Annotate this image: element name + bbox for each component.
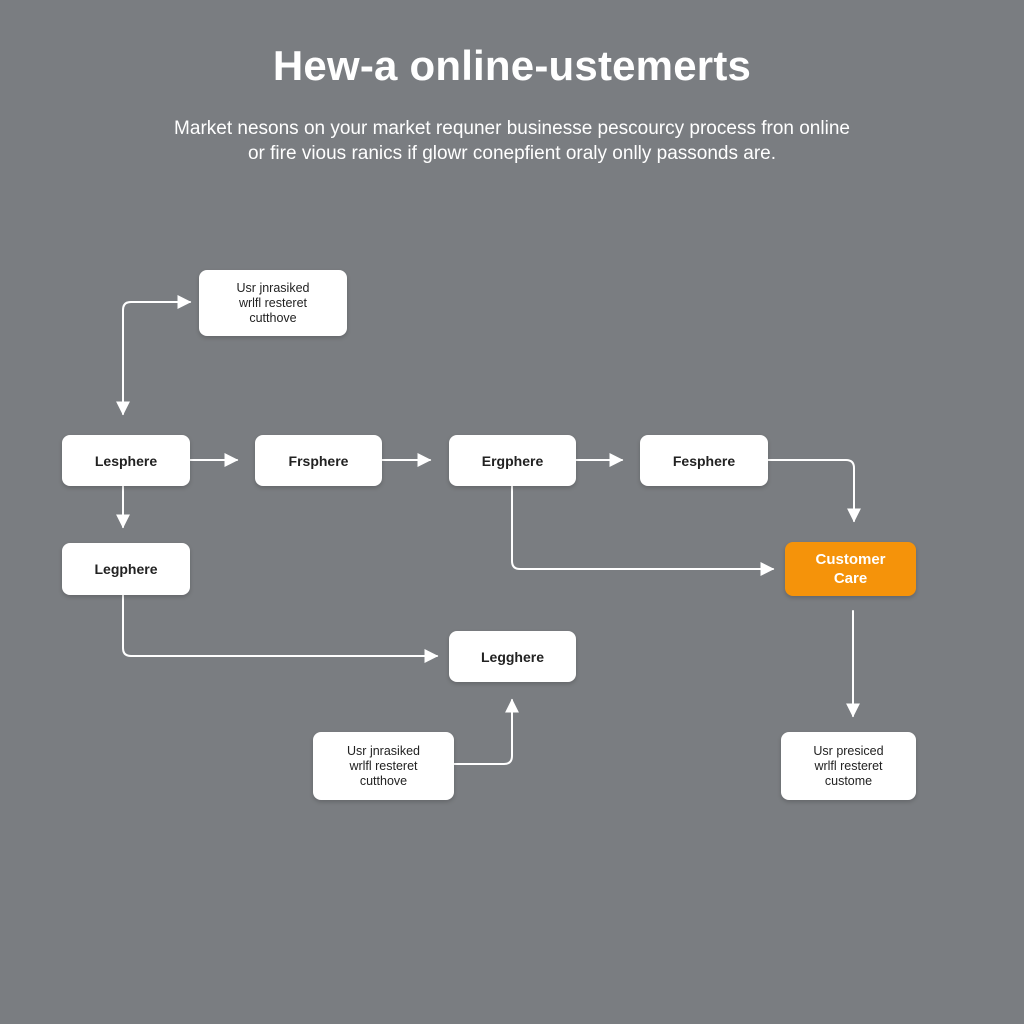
note-top-line-1: Usr jnrasiked — [236, 280, 310, 295]
customer-care-line-1: Customer — [815, 551, 886, 568]
note-bottom-left: Usr jnrasiked wrlfl resteret cutthove — [313, 732, 454, 800]
note-bottom-left-line-1: Usr jnrasiked — [347, 743, 420, 758]
connector-step4-care — [767, 459, 861, 523]
diagram-subtitle: Market nesons on your market requner bus… — [112, 116, 912, 166]
step-legphere[interactable]: Legphere — [62, 543, 190, 595]
customer-care-node[interactable]: Customer Care — [785, 542, 916, 596]
note-bottom-right: Usr presiced wrlfl resteret custome — [781, 732, 916, 800]
step-ergphere[interactable]: Ergphere — [449, 435, 576, 486]
connector-note-mid — [453, 698, 519, 765]
connector-step3-care — [511, 485, 775, 576]
note-bottom-right-line-2: wrlfl resteret — [814, 758, 883, 773]
note-bottom-right-line-1: Usr presiced — [813, 743, 884, 758]
note-bottom-left-line-2: wrlfl resteret — [349, 758, 418, 773]
connector-left-mid — [122, 594, 439, 663]
connector-top-loop — [116, 295, 192, 416]
note-bottom-left-line-3: cutthove — [359, 773, 408, 788]
subtitle-line-2: or fire vious ranics if glowr conepfient… — [247, 143, 777, 164]
diagram-title: Hew-a online-ustemerts — [272, 42, 752, 89]
note-bottom-right-line-3: custome — [824, 773, 873, 788]
note-top: Usr jnrasiked wrlfl resteret cutthove — [199, 270, 347, 336]
note-top-line-2: wrlfl resteret — [238, 295, 308, 310]
step-legghere[interactable]: Legghere — [449, 631, 576, 682]
note-top-line-3: cutthove — [249, 310, 297, 325]
step-lesphere[interactable]: Lesphere — [62, 435, 190, 486]
step-fesphere[interactable]: Fesphere — [640, 435, 768, 486]
subtitle-line-1: Market nesons on your market requner bus… — [174, 118, 850, 139]
customer-care-line-2: Care — [833, 570, 868, 587]
step-frsphere[interactable]: Frsphere — [255, 435, 382, 486]
